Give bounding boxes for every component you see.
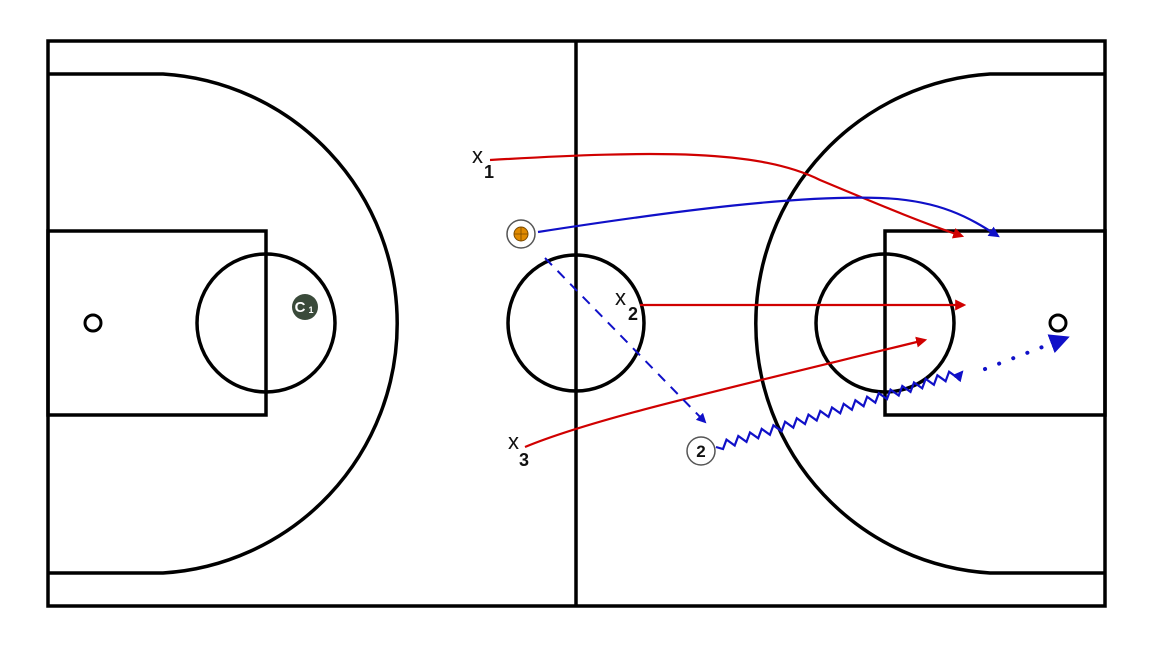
svg-text:2: 2 (628, 304, 638, 324)
svg-text:2: 2 (696, 442, 705, 461)
svg-text:C: C (295, 299, 306, 316)
svg-text:1: 1 (308, 305, 313, 315)
left-basket (83, 313, 103, 333)
svg-text:x: x (508, 429, 519, 454)
movement-lines (489, 152, 1070, 451)
x3-cut-arrow (524, 336, 928, 449)
svg-text:1: 1 (484, 162, 494, 182)
dotted-arrow (983, 334, 1070, 371)
center-circle (506, 253, 646, 393)
left-key (46, 229, 268, 417)
right-three-point-line (754, 72, 1105, 575)
left-free-throw-circle (195, 252, 337, 394)
right-basket (1048, 313, 1068, 333)
defender-x2: x 2 (615, 285, 638, 324)
left-three-point-line (48, 72, 399, 575)
offense-player-2: 2 (686, 436, 716, 466)
ball-pass-arrow (537, 196, 1000, 238)
screen-dashed-arrow (544, 257, 707, 424)
defender-x1: x 1 (472, 143, 494, 182)
coach-c1: C 1 (292, 294, 318, 320)
ball-holder (506, 219, 536, 249)
x1-cut-arrow (489, 152, 965, 239)
right-key (883, 229, 1107, 417)
svg-text:x: x (472, 143, 483, 168)
court-lines (46, 39, 1107, 608)
svg-text:3: 3 (519, 450, 529, 470)
svg-text:x: x (615, 285, 626, 310)
dribble-zigzag-arrow (715, 369, 964, 451)
defender-x3: x 3 (508, 429, 529, 470)
right-free-throw-circle (814, 252, 956, 394)
